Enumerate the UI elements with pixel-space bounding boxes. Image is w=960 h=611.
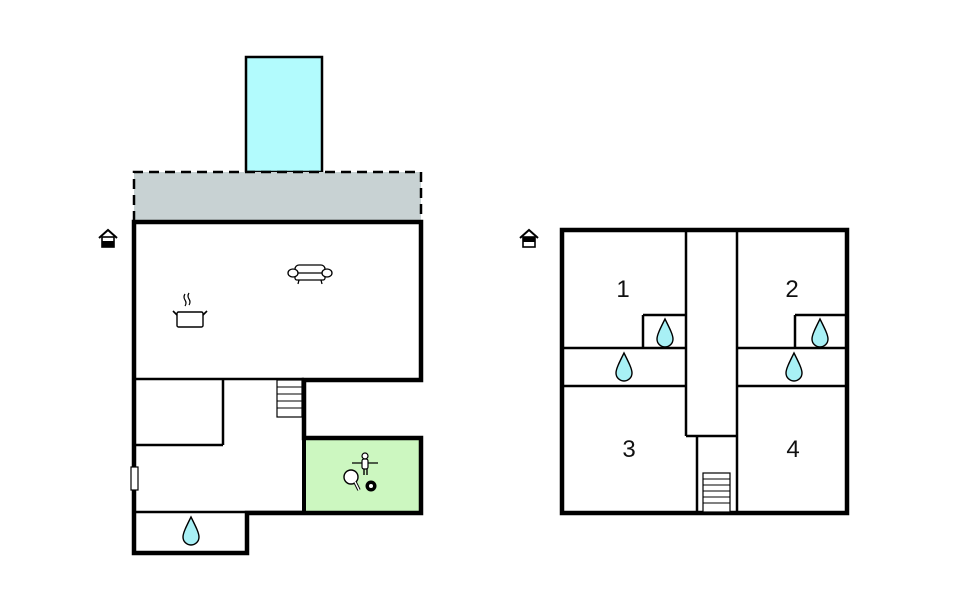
water-drop-icon — [785, 351, 803, 382]
kitchen-pot-icon — [172, 292, 208, 328]
pool — [244, 55, 324, 174]
water-drop-icon — [656, 317, 674, 348]
terrace — [134, 172, 421, 221]
billiard-ball-icon — [365, 480, 377, 492]
stairs-icon — [702, 472, 731, 513]
water-drop-icon — [182, 515, 200, 546]
room-label-4: 4 — [786, 436, 799, 463]
water-drop-icon — [811, 317, 829, 348]
window — [130, 466, 139, 491]
activity-room — [304, 438, 421, 513]
house-first-floor-icon — [519, 228, 539, 248]
first-floor-outer-wall — [559, 227, 850, 516]
house-ground-floor-icon — [98, 228, 118, 248]
table-football-icon — [352, 452, 378, 475]
room-label-2: 2 — [785, 276, 798, 303]
sofa-icon — [287, 264, 333, 285]
ground-floor-inner-walls — [134, 377, 306, 514]
first-floor-plan: 1 2 3 4 — [519, 227, 850, 516]
stairs-icon — [276, 379, 303, 418]
water-drop-icon — [615, 351, 633, 382]
first-floor-inner-walls — [562, 230, 847, 513]
room-label-1: 1 — [616, 276, 629, 303]
room-label-3: 3 — [622, 436, 635, 463]
table-tennis-icon — [343, 469, 361, 491]
ground-floor-plan — [98, 55, 424, 556]
ground-floor-outer-wall — [131, 219, 424, 556]
